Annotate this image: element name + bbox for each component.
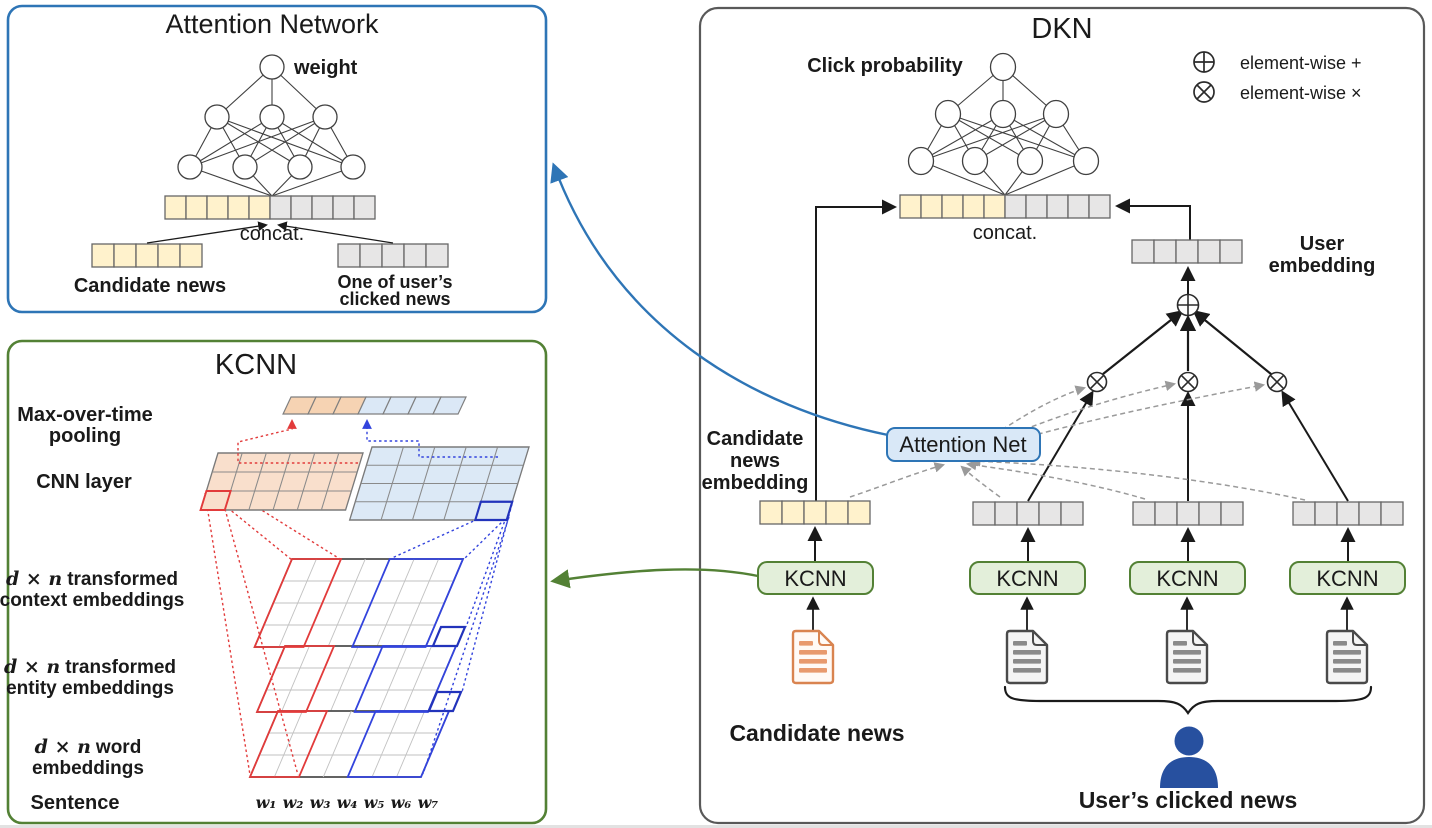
kcnn-panel-title: KCNN — [215, 349, 297, 381]
candidate-embedding-label-line1: Candidate — [707, 428, 804, 450]
element-wise-times-icon — [1193, 81, 1215, 103]
word-w5: w₅ — [364, 793, 385, 812]
candidate-news-label: Candidate news — [729, 720, 904, 746]
attention-candidate-news-label: Candidate news — [74, 275, 226, 297]
times1-to-plus-line — [1102, 309, 1184, 375]
kcnn-box-candidate-label: KCNN — [784, 566, 846, 591]
attention-concat-vector — [164, 195, 376, 220]
red-filter-windows — [248, 558, 343, 778]
legend: element-wise + element-wise × — [1193, 51, 1362, 103]
kcnn-box-clicked-3: KCNN — [1289, 561, 1406, 595]
kcnn-box-clicked-1-label: KCNN — [996, 566, 1058, 591]
clicked-news-doc-icon-1 — [1005, 629, 1049, 685]
word-embeddings-layer — [248, 710, 451, 778]
candidate-news-doc-icon — [791, 629, 835, 685]
word-label-line2: embeddings — [32, 758, 144, 779]
navy-offset-cells — [427, 625, 467, 713]
attention-neural-network — [177, 54, 366, 197]
candidate-feed-line — [815, 199, 897, 501]
clicked1-to-times-line — [1027, 390, 1094, 502]
pooling-label-line2: pooling — [49, 425, 121, 447]
times3-to-plus-line — [1192, 309, 1272, 375]
attention-net-box: Attention Net — [886, 427, 1041, 462]
candidate-to-concat-line — [146, 221, 268, 244]
kcnn-box-clicked-3-label: KCNN — [1316, 566, 1378, 591]
sentence-label: Sentence — [31, 792, 120, 814]
entity-label-line2: entity embeddings — [6, 678, 174, 699]
clicked-news-brace — [1003, 685, 1373, 715]
cnn-feature-map-orange — [199, 452, 364, 511]
word-w6: w₆ — [391, 793, 412, 812]
weight-label: weight — [293, 57, 358, 79]
click-probability-label: Click probability — [807, 55, 963, 77]
dkn-concat-vector — [899, 194, 1111, 219]
slide-bottom-edge — [0, 825, 1432, 828]
clicked-news-vector-2 — [1132, 501, 1244, 526]
element-wise-times-node-2 — [1177, 371, 1199, 393]
element-wise-plus-icon — [1193, 51, 1215, 73]
attention-net-callout-arrow — [550, 162, 889, 437]
pooled-vector — [282, 396, 467, 415]
kcnn-box-candidate: KCNN — [757, 561, 874, 595]
legend-plus-label: element-wise + — [1240, 53, 1362, 73]
word-w2: w₂ — [283, 793, 304, 812]
candidate-embedding-label-line2: news — [730, 450, 780, 472]
attention-concat-label: concat. — [240, 223, 304, 245]
dkn-panel-title: DKN — [1031, 13, 1092, 45]
word-w7: w₇ — [418, 793, 439, 812]
attention-net-label: Attention Net — [899, 432, 1026, 457]
clicked-news-vector-1 — [972, 501, 1084, 526]
cnn-feature-map-blue — [348, 446, 530, 522]
red-pooling-elbow — [237, 419, 358, 464]
entity-embeddings-layer — [255, 645, 458, 713]
red-convolution-rays — [204, 490, 341, 776]
candidate-news-embedding-vector — [759, 500, 871, 525]
attention-clicked-news-vector — [337, 243, 449, 268]
dkn-panel — [698, 6, 1426, 825]
word-w1: w₁ — [256, 793, 277, 812]
candidate-embedding-label-line3: embedding — [702, 472, 809, 494]
kcnn-box-clicked-1: KCNN — [969, 561, 1086, 595]
users-clicked-news-label: User’s clicked news — [1079, 787, 1298, 813]
blue-convolution-rays — [391, 503, 513, 775]
word-w4: w₄ — [337, 793, 358, 812]
kcnn-box-clicked-2-label: KCNN — [1156, 566, 1218, 591]
attention-clicked-news-label-line2: clicked news — [339, 289, 450, 309]
kcnn-callout-arrow — [550, 568, 759, 589]
user-embedding-vector — [1131, 239, 1243, 264]
element-wise-times-node-1 — [1086, 371, 1108, 393]
attention-dashed-connections — [849, 380, 1306, 501]
cnn-layer-label: CNN layer — [36, 471, 132, 493]
element-wise-plus-node — [1176, 293, 1200, 317]
clicked-to-concat-line — [277, 221, 394, 244]
user-icon — [1160, 726, 1218, 788]
dkn-neural-network — [907, 52, 1100, 196]
attention-network-panel — [6, 4, 548, 314]
attention-panel-title: Attention Network — [165, 9, 379, 39]
clicked-news-vector-3 — [1292, 501, 1404, 526]
legend-times-label: element-wise × — [1240, 83, 1362, 103]
clicked-news-doc-icon-3 — [1325, 629, 1369, 685]
context-label-line2: context embeddings — [0, 590, 184, 611]
clicked-news-doc-icon-2 — [1165, 629, 1209, 685]
sentence-words: w₁ w₂ w₃ w₄ w₅ w₆ w₇ — [256, 793, 439, 812]
dkn-concat-label: concat. — [973, 222, 1037, 244]
user-feed-line — [1115, 198, 1191, 240]
user-embedding-label-line2: embedding — [1269, 255, 1376, 277]
user-embedding-label-line1: User — [1300, 233, 1345, 255]
pooling-label-line1: Max-over-time — [17, 404, 153, 426]
clicked3-to-times-line — [1281, 390, 1349, 502]
element-wise-times-node-3 — [1266, 371, 1288, 393]
kcnn-box-clicked-2: KCNN — [1129, 561, 1246, 595]
attention-candidate-news-vector — [91, 243, 203, 268]
attention-clicked-news-label-line1: One of user’s — [337, 272, 452, 292]
word-w3: w₃ — [310, 793, 331, 812]
